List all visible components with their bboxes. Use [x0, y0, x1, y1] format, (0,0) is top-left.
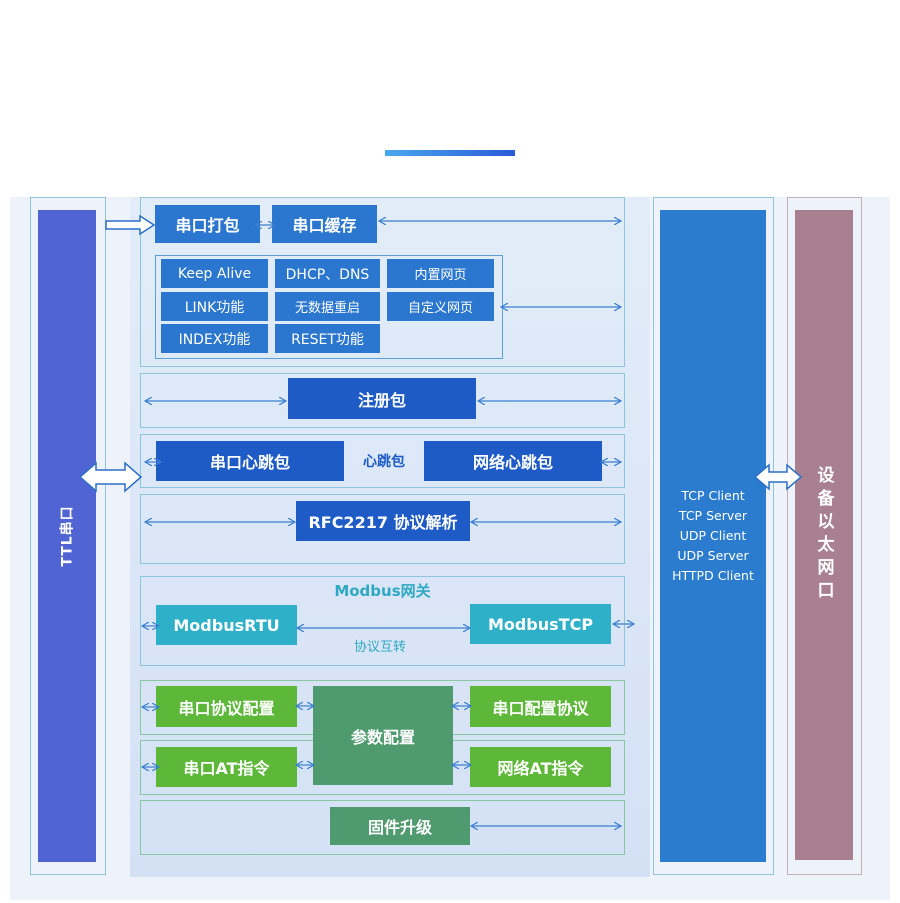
modbus-rtu-box: ModbusRTU [156, 605, 297, 645]
network-frame [653, 197, 774, 875]
serial-at-command-box: 串口AT指令 [156, 747, 297, 787]
modbus-tcp-box: ModbusTCP [470, 604, 611, 644]
network-protocols-bar: TCP Client TCP Server UDP Client UDP Ser… [660, 210, 766, 862]
device-ethernet-label: 设备以太网口 [813, 466, 834, 604]
heartbeat-frame [140, 434, 625, 488]
modbus-gateway-title: Modbus网关 [334, 582, 431, 600]
serial-cache-box: 串口缓存 [272, 205, 377, 243]
feature-no-data-restart: 无数据重启 [275, 292, 380, 321]
rfc2217-box: RFC2217 协议解析 [296, 501, 470, 541]
firmware-upgrade-box: 固件升级 [330, 807, 470, 845]
heartbeat-center-label: 心跳包 [363, 454, 405, 470]
serial-config-protocol-box: 串口配置协议 [470, 686, 611, 727]
network-item-tcp-server: TCP Server [678, 508, 748, 523]
serial-heartbeat-box: 串口心跳包 [156, 441, 344, 481]
network-item-tcp-client: TCP Client [681, 488, 745, 503]
serial-features-frame [140, 197, 625, 367]
rfc-frame [140, 494, 625, 564]
feature-custom-web: 自定义网页 [387, 292, 494, 321]
feature-dhcp-dns: DHCP、DNS [275, 259, 380, 288]
protocol-convert-label: 协议互转 [353, 640, 406, 655]
ttl-serial-label: TTL串口 [60, 505, 76, 567]
feature-builtin-web: 内置网页 [387, 259, 494, 288]
header-accent-bar [385, 150, 515, 156]
feature-reset: RESET功能 [275, 324, 380, 353]
firmware-frame [140, 800, 625, 855]
ttl-frame [30, 197, 106, 875]
register-packet-box: 注册包 [288, 378, 476, 419]
ttl-serial-bar: TTL串口 [38, 210, 96, 862]
device-ethernet-bar: 设备以太网口 [795, 210, 853, 860]
register-frame [140, 373, 625, 428]
network-at-command-box: 网络AT指令 [470, 747, 611, 787]
network-item-udp-server: UDP Server [677, 548, 749, 563]
network-item-udp-client: UDP Client [679, 528, 747, 543]
parameter-config-box: 参数配置 [313, 686, 453, 785]
feature-index: INDEX功能 [161, 324, 268, 353]
feature-keep-alive: Keep Alive [161, 259, 268, 288]
network-item-httpd-client: HTTPD Client [672, 568, 754, 583]
serial-protocol-config-box: 串口协议配置 [156, 686, 297, 727]
serial-pack-box: 串口打包 [155, 205, 260, 243]
network-heartbeat-box: 网络心跳包 [424, 441, 602, 481]
feature-link: LINK功能 [161, 292, 268, 321]
device-frame [787, 197, 862, 875]
